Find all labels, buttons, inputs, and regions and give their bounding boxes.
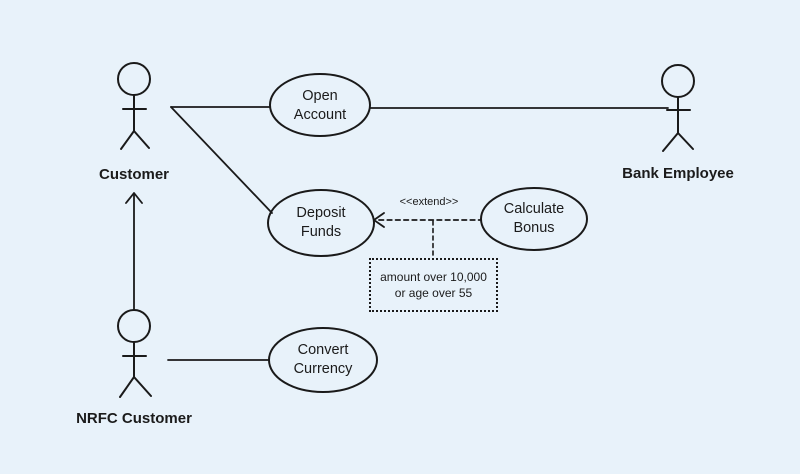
actor-head: [117, 309, 151, 343]
generalization-arrowhead-icon: [125, 192, 143, 204]
actor-legs: [120, 130, 150, 150]
use-case-label-open-account: Open Account: [293, 88, 347, 123]
actor-legs: [119, 376, 152, 398]
actor-label-bank-employee: Bank Employee: [622, 165, 734, 182]
actor-label-customer: Customer: [98, 166, 169, 183]
use-case-ellipse-calculate-bonus: [480, 187, 588, 251]
extend-stereotype-label: <<extend>>: [399, 196, 459, 208]
actor-figure-nrfc-customer: [117, 309, 152, 398]
actor-head: [117, 62, 151, 96]
actor-head: [661, 64, 695, 98]
extend-condition-note: amount over 10,000 or age over 55: [369, 258, 498, 312]
use-case-ellipse-open-account: [269, 73, 371, 137]
extend-arrowhead-icon: [373, 212, 385, 228]
use-case-ellipse-deposit-funds: [267, 189, 375, 257]
association-customer-deposit-funds: [170, 106, 273, 214]
use-case-label-deposit-funds: Deposit Funds: [296, 205, 346, 240]
use-case-label-calculate-bonus: Calculate Bonus: [503, 201, 565, 236]
use-case-label-convert-currency: Convert Currency: [293, 342, 353, 377]
actor-legs: [662, 132, 694, 152]
actor-label-nrfc-customer: NRFC Customer: [76, 410, 192, 427]
actor-figure-bank-employee: [661, 64, 695, 152]
actor-figure-customer: [117, 62, 151, 150]
